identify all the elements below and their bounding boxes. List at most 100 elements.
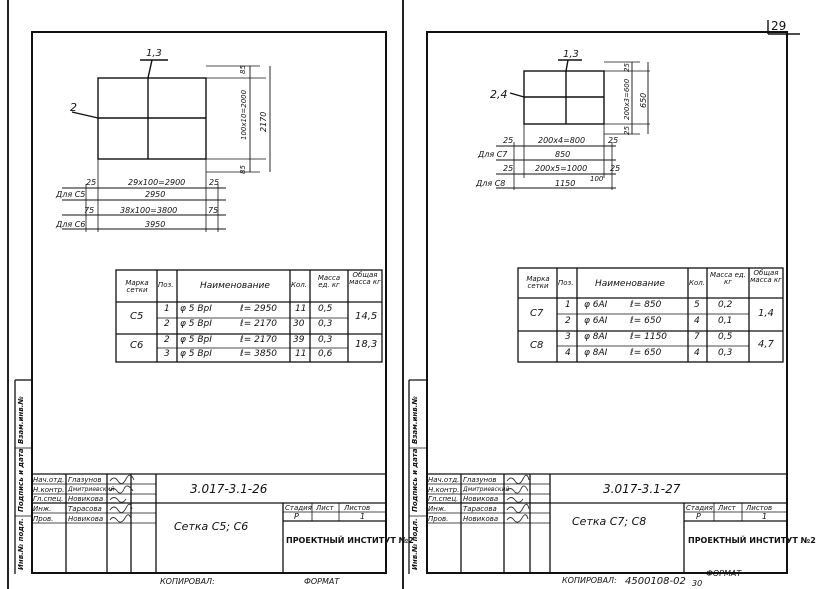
right-th-pos: Поз. [558, 279, 574, 287]
left-signer-name-1: Глазунов [68, 476, 102, 484]
left-row2-qty: 30 [293, 319, 305, 329]
left-signer-role-5: Пров. [33, 515, 54, 523]
right-row3-pos: 3 [565, 332, 571, 342]
right-signer-name-2: Дмитриевский [463, 486, 510, 493]
left-th-total: Общая масса кг [349, 271, 381, 286]
left-stage-header: Стадия [285, 504, 312, 512]
left-dim-row1-left: 25 [86, 178, 97, 187]
left-row4-qty: 11 [295, 349, 307, 359]
right-dim-row3-right: 25 [610, 164, 621, 173]
right-dim-row1-text: 200x4=800 [538, 136, 586, 145]
right-stamp-title: Сетка С7; С8 [572, 515, 647, 528]
left-dim-row3-left: 75 [84, 206, 95, 215]
left-row1-len: ℓ= 2950 [240, 304, 278, 314]
left-row1-mass: 0,5 [318, 304, 333, 314]
right-doc-code: 3.017-3.1-27 [603, 482, 681, 496]
right-signer-name-4: Тарасова [463, 505, 497, 513]
right-row1-mass: 0,2 [718, 300, 733, 310]
left-signer-name-4: Тарасова [68, 505, 102, 513]
left-row1-qty: 11 [295, 304, 307, 314]
left-signer-name-3: Новикова [68, 495, 104, 503]
left-callout-top: 1,3 [146, 48, 162, 59]
right-stage-value: Р [696, 512, 701, 521]
left-table-grid [115, 269, 383, 363]
left-row1-name: φ 5 ВрI [180, 304, 212, 314]
left-org-name: ПРОЕКТНЫЙ ИНСТИТУТ №2 [286, 536, 414, 545]
right-row4-pos: 4 [565, 348, 571, 358]
right-footer-code: 4500108-02 [625, 576, 686, 587]
left-th-pos: Поз. [158, 281, 174, 289]
right-th-mass: Масса ед. кг [710, 271, 746, 286]
left-total-c5: 14,5 [355, 311, 378, 322]
right-table-grid [517, 267, 784, 363]
right-mark-c8: С8 [530, 340, 544, 351]
left-th-mark: Марка сетки [125, 279, 149, 294]
right-stamp-grid [408, 379, 788, 574]
right-row3-name: φ 8AI [584, 332, 608, 342]
left-row4-pos: 3 [164, 349, 170, 359]
right-th-qty: Кол. [689, 279, 705, 287]
left-dim-row2-text: 2950 [145, 190, 166, 199]
left-row4-len: ℓ= 3850 [240, 349, 278, 359]
right-signer-role-2: Н.контр. [428, 486, 460, 494]
right-signer-role-4: Инж. [428, 505, 447, 513]
right-total-c8: 4,7 [758, 339, 774, 350]
left-sheet-outer-edge [7, 0, 9, 589]
left-row1-pos: 1 [164, 304, 170, 314]
left-signer-role-1: Нач.отд. [33, 476, 65, 484]
left-signer-role-4: Инж. [33, 505, 52, 513]
right-dim-row4-text: 1150 [555, 179, 576, 188]
right-row4-mass: 0,3 [718, 348, 733, 358]
right-signer-name-3: Новикова [463, 495, 499, 503]
left-row3-len: ℓ= 2170 [240, 335, 278, 345]
right-dim-vertical-inner: 200x3=600 [623, 78, 631, 120]
right-footer-copied: КОПИРОВАЛ: [562, 576, 617, 585]
right-row2-qty: 4 [694, 316, 700, 326]
left-signer-name-5: Новикова [68, 515, 104, 523]
right-org-name: ПРОЕКТНЫЙ ИНСТИТУТ №2 [688, 536, 816, 545]
left-mark-c6: С6 [130, 340, 144, 351]
right-row2-name: φ 6AI [584, 316, 608, 326]
right-side-sign-date: Подпись и дата [411, 448, 419, 512]
right-th-total: Общая масса кг [750, 269, 782, 284]
left-doc-code: 3.017-3.1-26 [190, 482, 268, 496]
right-row3-mass: 0,5 [718, 332, 733, 342]
right-side-replace-inv: Взам.инв.№ [411, 396, 419, 444]
left-sheet-header: Лист [316, 504, 334, 512]
left-signer-role-3: Гл.спец. [33, 495, 64, 503]
right-dim-row3-text: 200x5=1000 [535, 164, 588, 173]
left-dim-row1-right: 25 [209, 178, 220, 187]
left-footer-copied: КОПИРОВАЛ: [160, 577, 215, 586]
right-callout-top: 1,3 [563, 49, 579, 60]
right-row2-len: ℓ= 650 [630, 316, 662, 326]
right-stage-header: Стадия [686, 504, 713, 512]
left-footer-format: ФОРМАТ [304, 577, 340, 586]
left-dim-row3-text: 38x100=3800 [120, 206, 178, 215]
right-row4-len: ℓ= 650 [630, 348, 662, 358]
left-mark-c5: С5 [130, 311, 144, 322]
left-signer-name-2: Дмитриевский [68, 486, 115, 493]
left-row2-len: ℓ= 2170 [240, 319, 278, 329]
left-th-qty: Кол. [291, 281, 307, 289]
right-footer-num: 30 [692, 579, 703, 588]
right-dim-vertical-total: 650 [639, 92, 648, 108]
right-sheet-outer-edge [402, 0, 404, 589]
right-row2-mass: 0,1 [718, 316, 733, 326]
left-th-mass: Масса ед. кг [317, 274, 341, 289]
right-row1-pos: 1 [565, 300, 571, 310]
left-row4-name: φ 5 ВрI [180, 349, 212, 359]
right-dim-row3-left: 25 [503, 164, 514, 173]
left-row4-mass: 0,6 [318, 349, 333, 359]
right-row4-qty: 4 [694, 348, 700, 358]
right-row2-pos: 2 [565, 316, 571, 326]
right-row1-len: ℓ= 850 [630, 300, 662, 310]
right-signer-role-3: Гл.спец. [428, 495, 459, 503]
left-row3-qty: 39 [293, 335, 305, 345]
right-row4-name: φ 8AI [584, 348, 608, 358]
page-number: 29 [771, 19, 787, 33]
left-row3-mass: 0,3 [318, 335, 333, 345]
right-sheet-frame [426, 31, 788, 574]
right-dim-row1-left: 25 [503, 136, 514, 145]
